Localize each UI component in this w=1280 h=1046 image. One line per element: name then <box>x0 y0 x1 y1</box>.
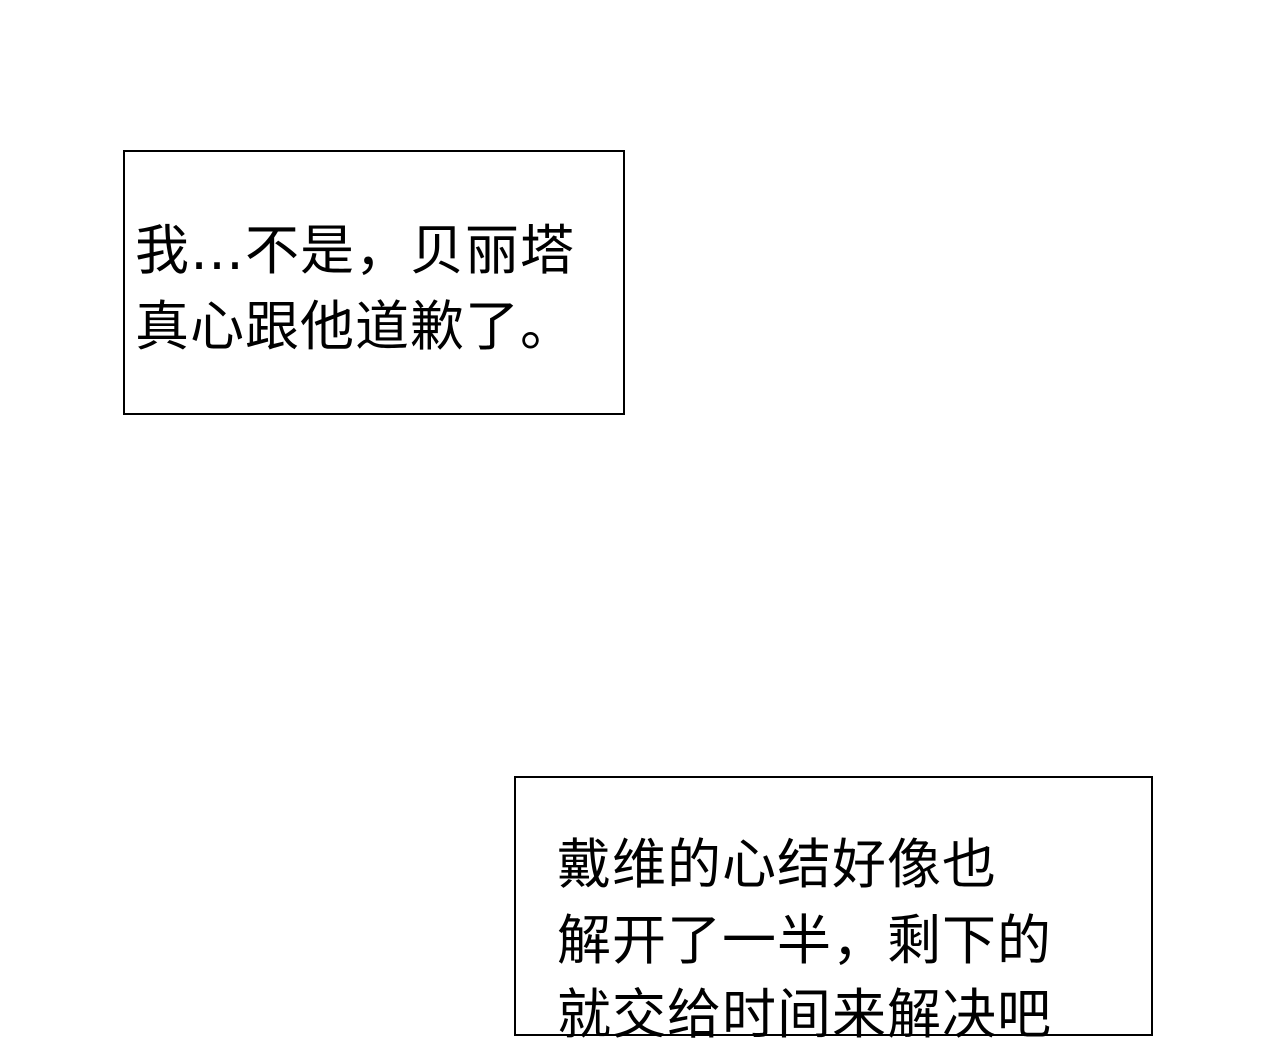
caption-text-line: 我…不是，贝丽塔 <box>135 219 575 282</box>
caption-text-line: 真心跟他道歉了。 <box>135 295 575 358</box>
caption-text-line: 解开了一半，剩下的 <box>557 909 1052 972</box>
caption-box-2: 戴维的心结好像也 解开了一半，剩下的 就交给时间来解决吧 <box>514 776 1153 1042</box>
comic-page: { "panels": [ { "lines": ["我…不是，贝丽塔", "真… <box>123 150 1153 1042</box>
caption-text-line: 就交给时间来解决吧 <box>557 983 1052 1046</box>
caption-text-line: 戴维的心结好像也 <box>557 833 997 896</box>
caption-box-1: 我…不是，贝丽塔 真心跟他道歉了。 <box>123 150 625 415</box>
